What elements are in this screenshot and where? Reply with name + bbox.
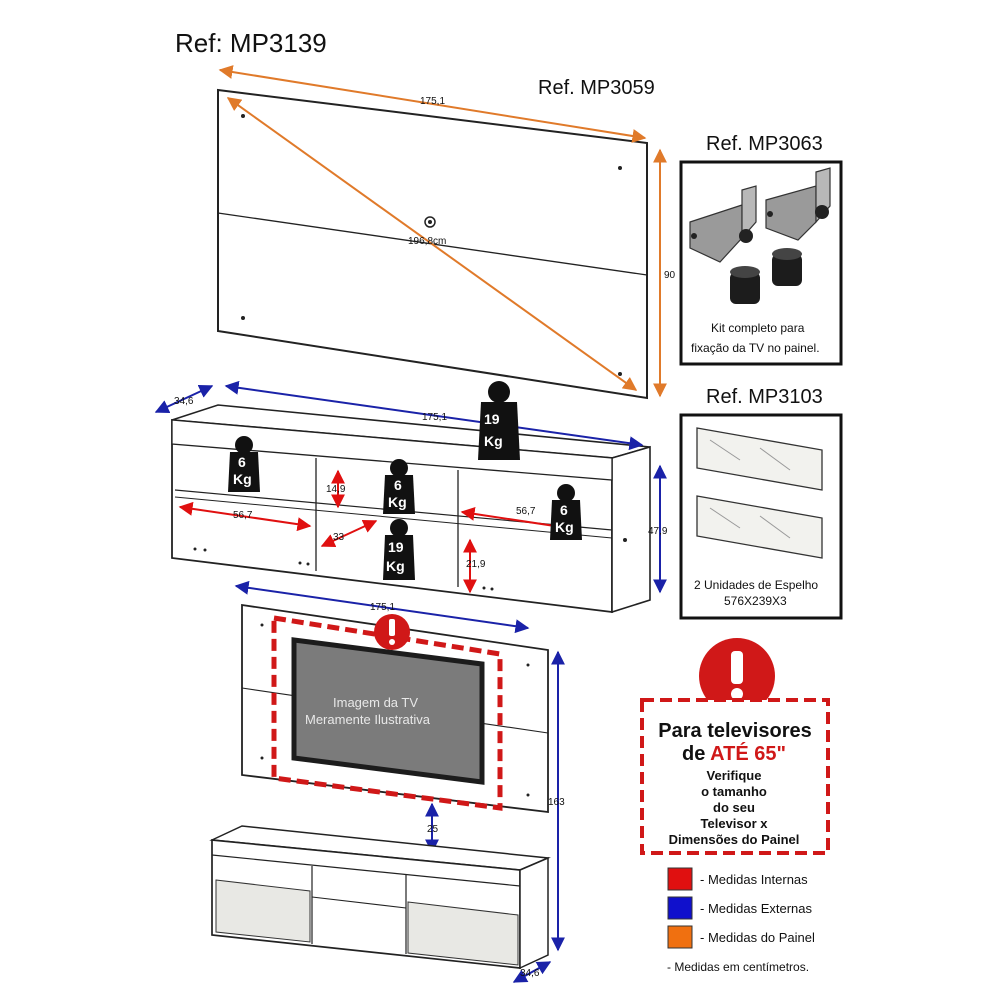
warning-line-1: Para televisores — [658, 720, 811, 742]
main-reference: Ref: MP3139 — [175, 28, 327, 58]
center-width-label: 33 — [333, 532, 345, 543]
warning-box — [640, 698, 830, 855]
kit-caption-line-1: Kit completo para — [711, 321, 805, 335]
weight-icon-right: 6 Kg — [550, 484, 582, 540]
legend-swatch-internal — [667, 867, 693, 891]
gap-label: 25 — [427, 824, 439, 835]
warning-detail-3: do seu — [713, 800, 755, 815]
panel-diagonal-label: 196,8cm — [408, 236, 446, 247]
kit-caption-line-2: fixação da TV no painel. — [691, 341, 820, 355]
bracket-kit-image — [689, 167, 831, 304]
tv-caption-line-2: Meramente Ilustrativa — [305, 712, 431, 727]
assembly-width-label: 175,1 — [370, 602, 395, 613]
legend-label-panel: - Medidas do Painel — [700, 930, 815, 945]
center-width-arrow — [320, 519, 378, 548]
warning-icon-small — [374, 614, 410, 650]
footnote: - Medidas em centímetros. — [667, 960, 809, 974]
panel-width-label: 175,1 — [420, 96, 445, 107]
weight-icon-top: 19 Kg — [478, 381, 520, 460]
warning-line-2: de ATÉ 65" — [682, 742, 786, 765]
lower-height-label: 21,9 — [466, 559, 486, 570]
weight-icon-center: 6 Kg — [383, 459, 415, 514]
rack-width-arrow — [224, 380, 644, 451]
assembly-height-label: 163 — [548, 797, 565, 808]
warning-detail-2: o tamanho — [701, 784, 767, 799]
warning-detail-4: Televisor x — [701, 816, 769, 831]
left-niche-width-arrow — [178, 501, 312, 532]
svg-text:19: 19 — [484, 411, 500, 427]
weight-icon-center-lower: 19 Kg — [383, 519, 415, 580]
mirror-caption-line-1: 2 Unidades de Espelho — [694, 578, 818, 592]
svg-text:6: 6 — [238, 454, 246, 470]
tv-illustration: Imagem da TV Meramente Ilustrativa — [291, 637, 485, 785]
panel-diagonal-arrow — [226, 97, 638, 391]
svg-text:6: 6 — [394, 477, 402, 493]
panel-reference: Ref. MP3059 — [538, 77, 655, 99]
warning-icon-large — [699, 638, 775, 714]
tv-size-limit-outline — [271, 615, 503, 811]
weight-icon-left: 6 Kg — [228, 436, 260, 492]
assembly-width-arrow — [234, 580, 530, 634]
mirror-caption-line-2: 576X239X3 — [724, 594, 787, 608]
svg-text:Kg: Kg — [555, 519, 574, 535]
svg-text:6: 6 — [560, 502, 568, 518]
svg-text:Kg: Kg — [233, 471, 252, 487]
right-niche-width-arrow — [460, 506, 570, 534]
legend-label-internal: - Medidas Internas — [700, 872, 808, 887]
mirror-reference: Ref. MP3103 — [706, 386, 823, 408]
rack-width-label: 175,1 — [422, 412, 447, 423]
panel-height-label: 90 — [664, 270, 676, 281]
left-niche-width-label: 56,7 — [233, 510, 253, 521]
tv-caption-line-1: Imagem da TV — [333, 695, 418, 710]
assembly-depth-arrow — [512, 961, 552, 983]
rack-depth-arrow — [154, 384, 214, 414]
legend-swatch-panel — [667, 925, 693, 949]
svg-text:Kg: Kg — [484, 433, 503, 449]
niche-height-label: 14,9 — [326, 484, 346, 495]
right-niche-width-label: 56,7 — [516, 506, 536, 517]
mirror-panels-image — [696, 427, 823, 559]
warning-detail-5: Dimensões do Painel — [669, 832, 800, 847]
legend-label-external: - Medidas Externas — [700, 901, 812, 916]
legend: - Medidas Internas - Medidas Externas - … — [667, 867, 815, 974]
warning-detail-1: Verifique — [707, 768, 762, 783]
svg-text:Kg: Kg — [388, 494, 407, 510]
kit-reference: Ref. MP3063 — [706, 133, 823, 155]
svg-text:Kg: Kg — [386, 558, 405, 574]
svg-text:19: 19 — [388, 539, 404, 555]
assembled-rack — [209, 825, 551, 970]
legend-swatch-external — [667, 896, 693, 920]
assembly-depth-label: 34,6 — [520, 968, 540, 979]
rack-height-label: 47,9 — [648, 526, 668, 537]
rack-depth-label: 34,6 — [174, 396, 194, 407]
